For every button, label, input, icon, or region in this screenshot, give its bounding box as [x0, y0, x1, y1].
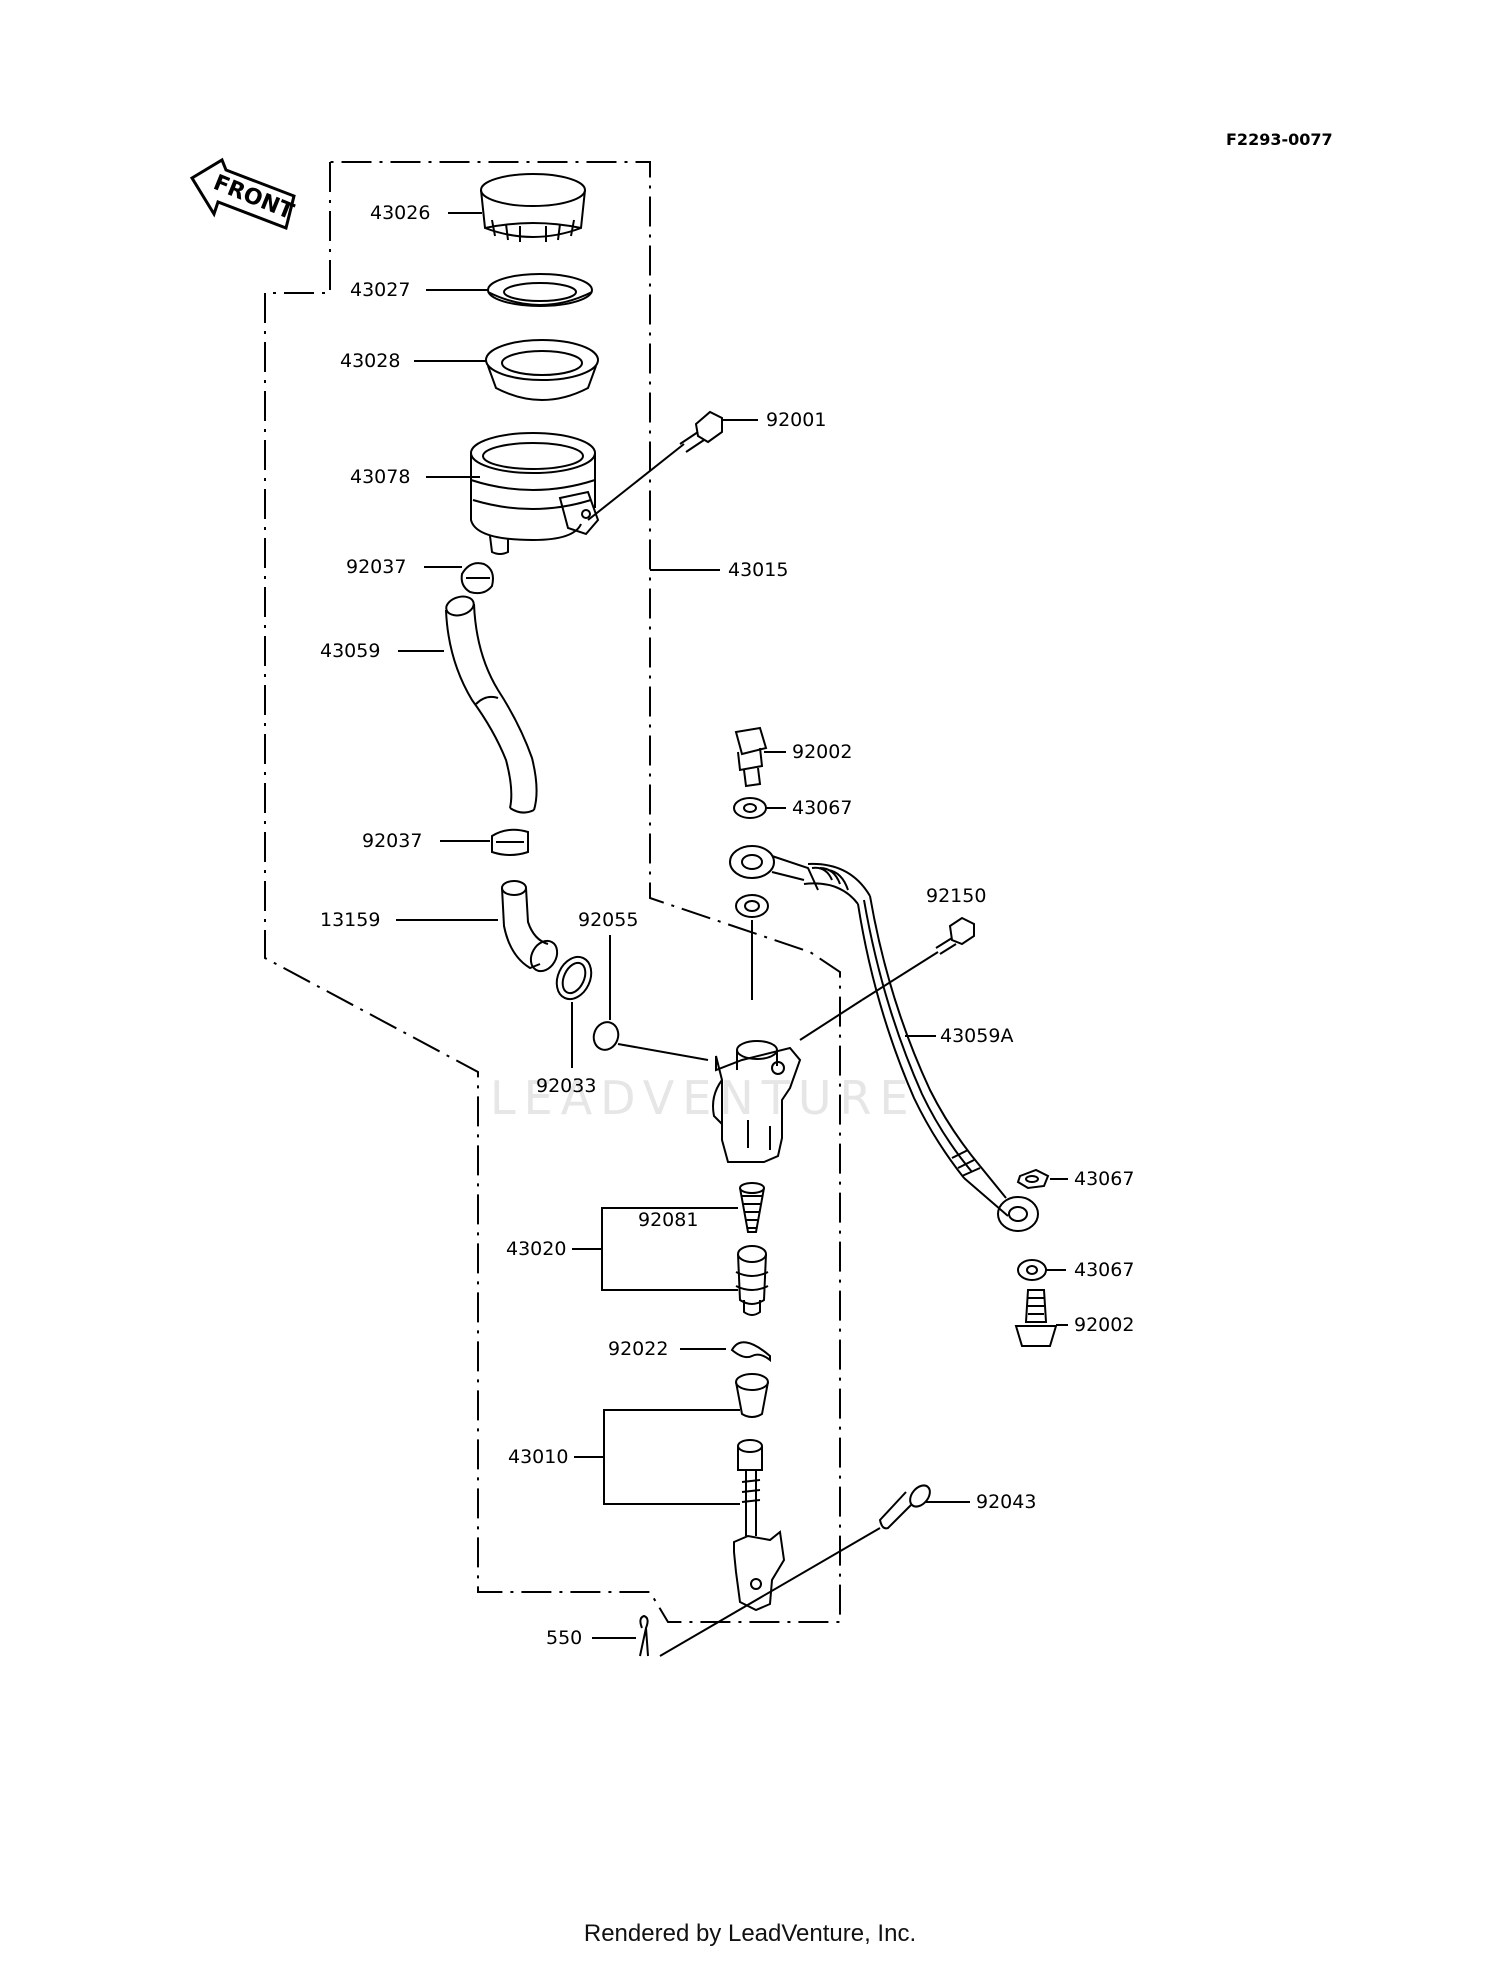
part-label-92150: 92150 — [926, 885, 986, 907]
brake-hose — [729, 845, 1039, 1232]
hose-clamp-lower — [491, 828, 529, 856]
part-label-43067-right-lower: 43067 — [1074, 1259, 1134, 1281]
cotter-pin — [639, 1614, 649, 1657]
part-label-43026: 43026 — [370, 202, 430, 224]
bracket-43010 — [603, 1409, 740, 1505]
washer-right-lower — [1017, 1259, 1047, 1281]
piston-spring — [739, 1182, 765, 1233]
part-label-43028: 43028 — [340, 350, 400, 372]
part-label-92001: 92001 — [766, 409, 826, 431]
push-rod — [733, 1439, 786, 1612]
hose-clamp-upper — [460, 562, 494, 595]
part-label-43067-upper: 43067 — [792, 797, 852, 819]
diagram-code: F2293-0077 — [1226, 130, 1333, 149]
banjo-bolt-lower — [1014, 1289, 1058, 1347]
washer-right-upper — [1016, 1168, 1050, 1190]
footer-credit: Rendered by LeadVenture, Inc. — [583, 1920, 917, 1947]
washer-mid — [735, 894, 769, 918]
part-label-92033: 92033 — [536, 1075, 596, 1097]
snap-ring — [730, 1341, 771, 1363]
o-ring — [592, 1021, 620, 1051]
part-label-43067-right-upper: 43067 — [1074, 1168, 1134, 1190]
banjo-bolt-upper — [734, 726, 768, 788]
part-label-92055: 92055 — [578, 909, 638, 931]
part-label-13159: 13159 — [320, 909, 380, 931]
watermark-text: LEADVENTURE — [490, 1071, 917, 1125]
part-label-43059: 43059 — [320, 640, 380, 662]
part-label-43020: 43020 — [506, 1238, 566, 1260]
part-label-43078: 43078 — [350, 466, 410, 488]
part-label-92002-lower: 92002 — [1074, 1314, 1134, 1336]
part-label-43059A: 43059A — [940, 1025, 1013, 1047]
leader-43015-body — [799, 999, 863, 1041]
pin-axis-line — [659, 1527, 881, 1657]
circlip — [555, 955, 593, 1001]
part-label-43010: 43010 — [508, 1446, 568, 1468]
master-cylinder-body — [712, 1040, 802, 1163]
leader-92055-to-body — [617, 1043, 709, 1061]
reservoir-hose — [445, 595, 538, 814]
part-label-92037-lower: 92037 — [362, 830, 422, 852]
reservoir-bolt — [679, 410, 723, 453]
part-label-92043: 92043 — [976, 1491, 1036, 1513]
clevis-pin — [878, 1484, 931, 1530]
part-label-43015: 43015 — [728, 559, 788, 581]
part-label-43027: 43027 — [350, 279, 410, 301]
leader-92150 — [861, 951, 939, 1001]
fluid-reservoir — [470, 432, 600, 555]
piston — [735, 1245, 769, 1316]
part-label-92002-upper: 92002 — [792, 741, 852, 763]
hose-guide-bolt — [935, 916, 975, 955]
reservoir-cap — [480, 173, 586, 242]
front-arrow — [189, 157, 296, 231]
part-label-550: 550 — [546, 1627, 582, 1649]
hose-joint — [501, 880, 559, 973]
leader-92001-a — [587, 443, 685, 521]
part-label-92037-upper: 92037 — [346, 556, 406, 578]
diaphragm-plate — [487, 273, 593, 307]
part-label-92022: 92022 — [608, 1338, 668, 1360]
dust-boot — [735, 1373, 769, 1418]
washer-upper — [733, 797, 767, 819]
part-label-92081: 92081 — [638, 1209, 698, 1231]
assembly-boundary-line — [264, 161, 841, 1623]
reservoir-diaphragm — [485, 339, 599, 401]
